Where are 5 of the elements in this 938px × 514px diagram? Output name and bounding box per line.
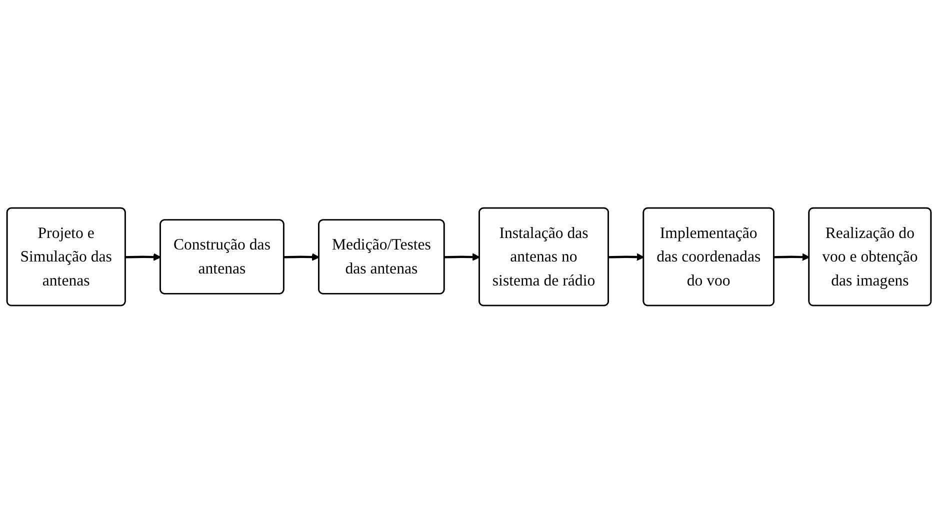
- arrow: [444, 253, 480, 262]
- arrow: [126, 253, 162, 262]
- arrow: [608, 253, 644, 262]
- arrow: [774, 253, 810, 262]
- arrow: [284, 253, 320, 262]
